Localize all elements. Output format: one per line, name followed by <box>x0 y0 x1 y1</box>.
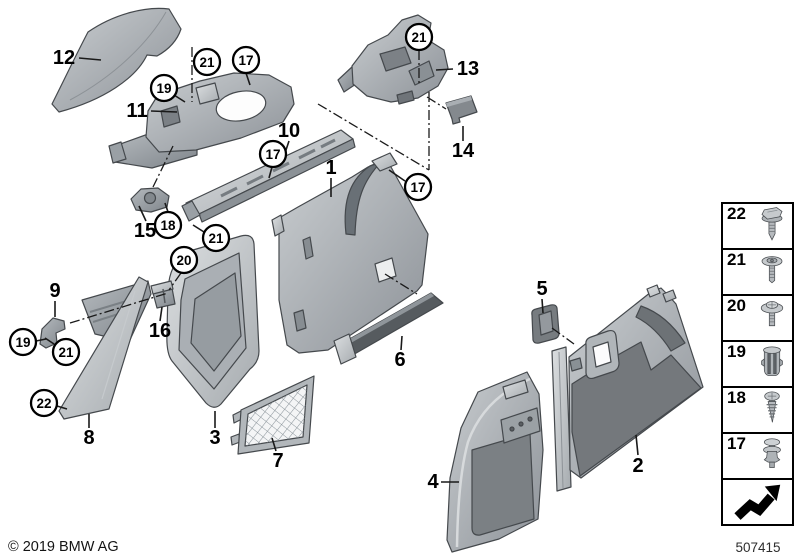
part-9-bracket <box>39 317 66 349</box>
sidebar-item-20[interactable]: 20 <box>721 294 794 342</box>
callout-22[interactable]: 22 <box>29 388 59 418</box>
part-11-mounting-bracket <box>108 72 295 169</box>
sidebar-item-number: 19 <box>727 342 746 361</box>
torx-washer-screw-icon <box>753 252 791 292</box>
part-label-8[interactable]: 8 <box>83 427 94 449</box>
part-1-corner-bracket <box>371 152 398 172</box>
part-label-11[interactable]: 11 <box>126 100 147 122</box>
part-label-6[interactable]: 6 <box>394 349 405 371</box>
svg-text:21: 21 <box>208 231 224 246</box>
part-label-2[interactable]: 2 <box>632 455 643 477</box>
sidebar-item-18[interactable]: 18 <box>721 386 794 434</box>
callout-17[interactable]: 17 <box>231 45 261 75</box>
svg-text:21: 21 <box>199 55 215 70</box>
callout-21[interactable]: 21 <box>201 223 231 253</box>
tapping-screw-icon <box>753 390 791 430</box>
parts-layer <box>39 7 704 553</box>
part-label-10[interactable]: 10 <box>278 120 300 142</box>
sidebar-item-number: 22 <box>727 204 746 223</box>
direction-of-travel-box[interactable] <box>721 478 794 526</box>
svg-text:19: 19 <box>156 81 171 96</box>
phillips-washer-screw-icon <box>753 298 791 338</box>
part-3-side-trim-tray <box>166 234 260 408</box>
part-12-pillar-trim <box>51 7 182 113</box>
svg-text:17: 17 <box>238 53 253 68</box>
part-label-15[interactable]: 15 <box>134 220 156 242</box>
svg-text:21: 21 <box>58 345 74 360</box>
svg-text:17: 17 <box>265 147 280 162</box>
sidebar-item-17[interactable]: 17 <box>721 432 794 480</box>
labels-layer: 12 11 15 10 1 13 14 9 16 8 3 7 6 5 4 2 21 17 19 21 17 17 18 21 2… <box>8 22 644 493</box>
expanding-rivet-icon <box>753 436 791 476</box>
sidebar-item-19[interactable]: 19 <box>721 340 794 388</box>
svg-text:18: 18 <box>160 218 176 233</box>
part-label-14[interactable]: 14 <box>452 140 475 162</box>
sidebar-item-number: 20 <box>727 296 746 315</box>
callout-21[interactable]: 21 <box>51 337 81 367</box>
part-label-4[interactable]: 4 <box>427 471 439 493</box>
part-4-wheel-arch-trim <box>446 371 544 553</box>
callout-17[interactable]: 17 <box>258 139 288 169</box>
part-14-cover-lid <box>445 95 478 125</box>
part-label-7[interactable]: 7 <box>272 450 283 472</box>
hex-flange-bolt-icon <box>753 206 791 246</box>
part-label-5[interactable]: 5 <box>536 278 547 300</box>
part-8-trim-blade <box>58 276 152 420</box>
part-label-12[interactable]: 12 <box>53 47 75 69</box>
part-label-3[interactable]: 3 <box>209 427 220 449</box>
svg-text:22: 22 <box>36 396 51 411</box>
svg-text:20: 20 <box>176 253 191 268</box>
part-15-latch-bracket <box>130 187 170 213</box>
callout-18[interactable]: 18 <box>153 210 183 240</box>
part-1-strap-hole <box>374 257 397 283</box>
sidebar-item-number: 17 <box>727 434 746 453</box>
part-11-spare-wheel-hole <box>215 90 267 122</box>
svg-text:21: 21 <box>411 30 427 45</box>
svg-text:17: 17 <box>410 180 425 195</box>
part-1-trunk-side-panel <box>271 152 429 354</box>
alignment-lines <box>69 47 575 345</box>
callout-21[interactable]: 21 <box>404 22 434 52</box>
part-7-storage-net <box>230 375 315 455</box>
part-5-cap <box>531 304 560 344</box>
net-mesh <box>245 385 307 446</box>
svg-text:19: 19 <box>15 335 30 350</box>
part-6-loading-sill-strip <box>333 292 444 365</box>
direction-of-travel-arrow-icon <box>729 482 786 522</box>
callout-21[interactable]: 21 <box>192 47 222 77</box>
diagram-number: 507415 <box>735 540 781 555</box>
part-2-side-panel <box>551 284 704 492</box>
callout-19[interactable]: 19 <box>8 327 38 357</box>
part-label-9[interactable]: 9 <box>49 280 60 302</box>
sidebar-item-number: 18 <box>727 388 746 407</box>
sidebar-item-21[interactable]: 21 <box>721 248 794 296</box>
part-label-13[interactable]: 13 <box>457 58 479 80</box>
part-16-clip-holder <box>150 280 176 309</box>
part-10-sill-rail <box>181 129 356 223</box>
callout-20[interactable]: 20 <box>169 245 199 275</box>
callout-19[interactable]: 19 <box>149 73 179 103</box>
copyright-notice: © 2019 BMW AG <box>8 539 119 555</box>
sidebar-item-22[interactable]: 22 <box>721 202 794 250</box>
fastener-legend: 22 21 20 19 18 17 <box>721 202 794 526</box>
leader-lines-layer <box>35 47 639 483</box>
part-13-rear-bracket <box>337 14 449 105</box>
part-label-1[interactable]: 1 <box>325 157 336 179</box>
part-label-16[interactable]: 16 <box>149 320 171 342</box>
sidebar-item-number: 21 <box>727 250 746 269</box>
callout-17[interactable]: 17 <box>403 172 433 202</box>
label-pointer-lines <box>35 57 639 483</box>
expansion-nut-icon <box>753 344 791 384</box>
